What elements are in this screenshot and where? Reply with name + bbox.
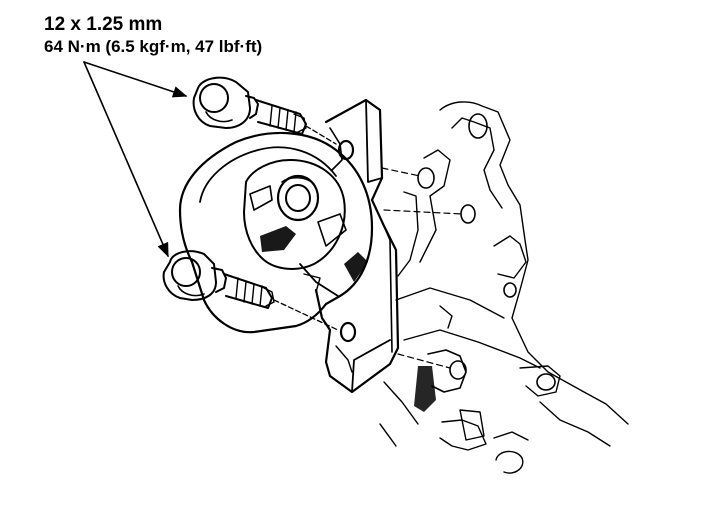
alignment-lines [382,168,462,368]
lower-flange-bolt [164,251,338,330]
leader-arrows [84,62,188,258]
upper-flange-bolt [194,78,336,144]
torque-spec-callout: 12 x 1.25 mm 64 N·m (6.5 kgf·m, 47 lbf·f… [44,14,262,58]
torque-value-label: 64 N·m (6.5 kgf·m, 47 lbf·ft) [44,37,263,56]
rubber-mount-body [180,133,372,332]
leader-arrow-upper [84,62,188,98]
mount-bracket [316,100,398,392]
bolt-size-label: 12 x 1.25 mm [44,14,163,35]
leader-arrow-lower [84,62,168,258]
housing-bosses [414,114,555,440]
